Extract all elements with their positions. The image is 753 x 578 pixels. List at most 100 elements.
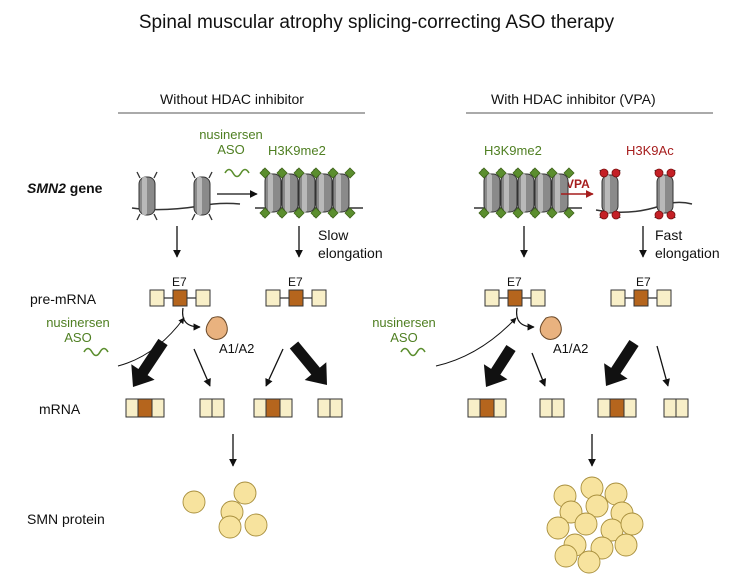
histone-highlight <box>660 175 665 213</box>
premrna-1 <box>149 289 211 307</box>
histone-highlight <box>504 174 509 212</box>
exon-7 <box>265 398 281 418</box>
h3k9ac-label: H3K9Ac <box>626 143 674 158</box>
block-arrow-2 <box>289 341 327 385</box>
smn-protein <box>577 550 601 574</box>
section-with-hdac: With HDAC inhibitor (VPA) <box>491 91 656 107</box>
histone-tail <box>136 213 141 221</box>
smn-protein <box>574 512 598 536</box>
histone-tail <box>153 213 158 221</box>
protein-row-label: SMN protein <box>27 511 105 527</box>
methyl-mark <box>310 167 322 179</box>
exon-8 <box>623 398 637 418</box>
h3k9me2-right-label: H3K9me2 <box>484 143 542 158</box>
a1a2-left-label: A1/A2 <box>219 341 255 356</box>
a1a2-protein <box>539 316 562 340</box>
nusinersen-right-line1: nusinersen <box>372 315 436 330</box>
section-without-hdac: Without HDAC inhibitor <box>160 91 304 107</box>
smn-protein <box>546 516 570 540</box>
nusinersen-left-line2: ASO <box>64 330 92 345</box>
methyl-mark <box>293 167 305 179</box>
methyl-mark <box>563 167 575 179</box>
exon-7 <box>609 398 625 418</box>
methyl-mark <box>529 207 541 219</box>
mrna-delta7-1 <box>199 398 225 418</box>
methyl-mark <box>259 207 271 219</box>
acetyl-mark <box>666 168 676 178</box>
premrna-2 <box>265 289 327 307</box>
nucleosome <box>191 171 213 221</box>
nucleosome <box>136 171 158 221</box>
smn-protein <box>614 533 638 557</box>
protein-cluster-right <box>546 476 644 574</box>
exon-8 <box>675 398 689 418</box>
methyl-mark <box>546 207 558 219</box>
smn-protein <box>218 515 242 539</box>
a1a2-protein <box>205 316 228 340</box>
binding-curve <box>516 307 535 331</box>
nusinersen-top-line1: nusinersen <box>199 127 263 142</box>
acetyl-mark <box>599 168 609 178</box>
skip-arrow-3 <box>531 352 547 387</box>
exon-8 <box>656 289 672 307</box>
a1a2-right <box>516 307 562 340</box>
acetyl-mark <box>611 210 621 220</box>
gene-suffix: gene <box>65 180 103 196</box>
exon-7 <box>633 289 649 307</box>
smn-protein <box>585 494 609 518</box>
histone-tail <box>208 171 213 179</box>
methyl-mark <box>293 207 305 219</box>
histone-tail <box>208 213 213 221</box>
slow-line2: elongation <box>318 245 383 261</box>
aso-squiggle-left <box>83 347 109 357</box>
methyl-mark <box>344 167 356 179</box>
skip-arrow-4 <box>656 345 670 387</box>
aso-oligo <box>400 347 426 357</box>
acetyl-mark <box>599 210 609 220</box>
histone-tail <box>153 171 158 179</box>
histone-tail <box>191 171 196 179</box>
exon-6 <box>199 398 213 418</box>
histone-highlight <box>336 174 341 212</box>
mrna-full-2 <box>253 398 293 418</box>
methyl-mark <box>546 167 558 179</box>
diagram-shapes <box>83 112 713 574</box>
histone-highlight <box>197 177 202 215</box>
histone-highlight <box>487 174 492 212</box>
methyl-mark <box>327 207 339 219</box>
mrna-full-4 <box>597 398 637 418</box>
methyl-mark <box>495 207 507 219</box>
nusinersen-top-line2: ASO <box>217 142 245 157</box>
slow-line1: Slow <box>318 227 349 243</box>
aso-oligo <box>224 168 250 178</box>
exon-7 <box>479 398 495 418</box>
exon-6 <box>125 398 139 418</box>
methyl-mark <box>512 167 524 179</box>
methyl-mark <box>478 167 490 179</box>
acetylated-chromatin-right <box>595 168 693 220</box>
methyl-mark <box>259 167 271 179</box>
aso-oligo <box>83 347 109 357</box>
histone-highlight <box>538 174 543 212</box>
e7-label-1: E7 <box>172 275 187 289</box>
exon-6 <box>663 398 677 418</box>
h3k9me2-left-label: H3K9me2 <box>268 143 326 158</box>
nucleosome <box>279 168 301 218</box>
skip-arrow-1 <box>193 348 211 387</box>
exon-6 <box>317 398 331 418</box>
e7-label-4: E7 <box>636 275 651 289</box>
premrna-4 <box>610 289 672 307</box>
methyl-mark <box>478 207 490 219</box>
nusinersen-right-line2: ASO <box>390 330 418 345</box>
block-arrow-4 <box>604 340 639 386</box>
acetyl-mark <box>654 168 664 178</box>
exon-7 <box>137 398 153 418</box>
aso-squiggle-top <box>224 168 250 178</box>
smn-protein <box>233 481 257 505</box>
mrna-full-1 <box>125 398 165 418</box>
histone-tail <box>191 213 196 221</box>
gene-name: SMN2 <box>27 180 66 196</box>
histone-highlight <box>285 174 290 212</box>
exon-7 <box>288 289 304 307</box>
premrna-3 <box>484 289 546 307</box>
